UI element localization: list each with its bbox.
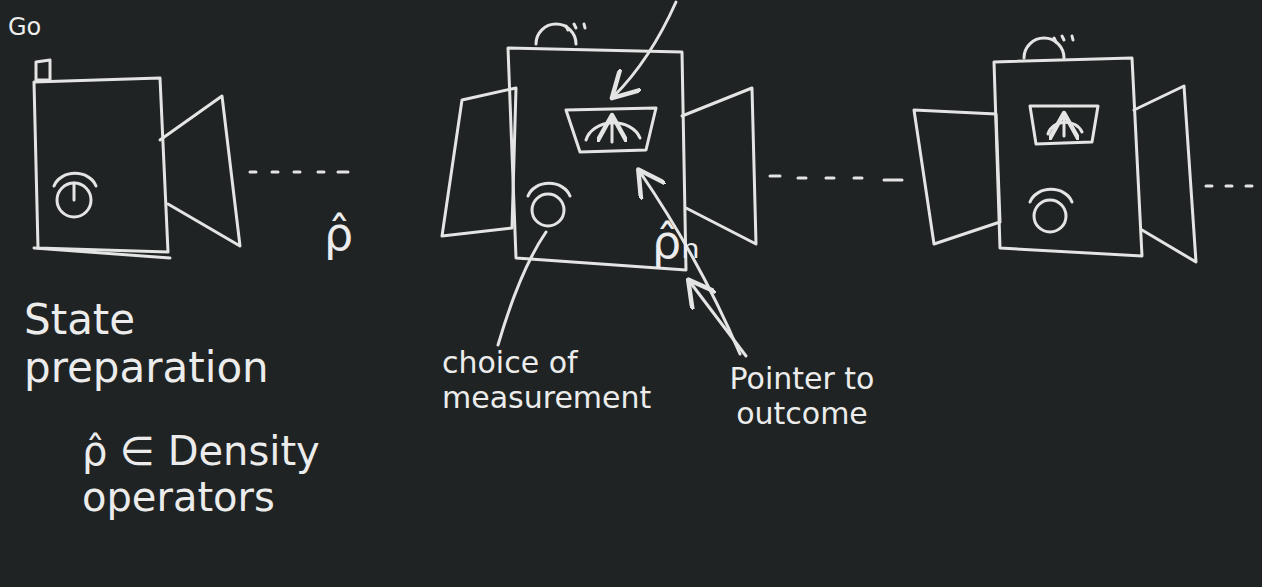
annotation: Pointer to outcome (722, 362, 882, 431)
state-symbol: ρ̂ (324, 208, 384, 261)
dotted-line (1206, 185, 1252, 188)
measurement-device (914, 36, 1196, 262)
preparation-device (34, 60, 240, 258)
annotation: choice of measurement (442, 346, 692, 415)
leader-line (690, 282, 746, 356)
measurement-device (442, 24, 756, 270)
leader-line (498, 232, 546, 345)
annotation: State preparation (24, 296, 304, 393)
dotted-line (770, 176, 902, 180)
dotted-line (250, 171, 348, 174)
leader-line (614, 2, 676, 96)
annotation: ρ̂ ∈ Density operators (82, 428, 382, 520)
state-symbol: ρ̂ₙ (652, 216, 742, 269)
button-label: Go (8, 14, 68, 42)
